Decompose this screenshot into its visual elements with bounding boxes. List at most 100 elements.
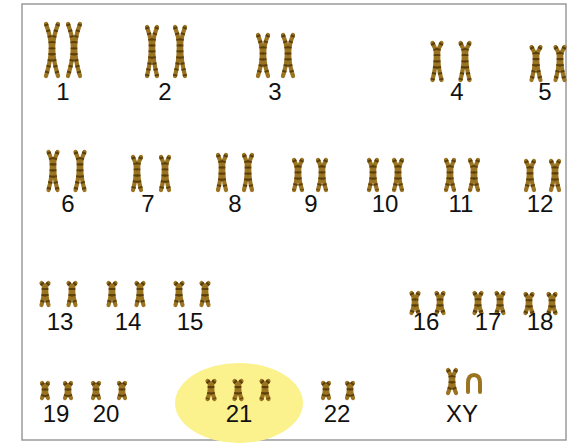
chromatid [475, 160, 478, 190]
chromatid-band [433, 43, 436, 80]
chromatid-band [42, 383, 44, 398]
chromatid [323, 383, 325, 398]
chromatid-band [206, 283, 208, 305]
chromatid-band [161, 157, 164, 190]
chromatid-band [466, 43, 469, 80]
chromatid-band [438, 43, 441, 80]
chromosome-number: 4 [450, 80, 463, 104]
chromatid [109, 283, 111, 305]
chromatid [46, 24, 51, 76]
chromatid [113, 283, 115, 305]
chromatid-band [374, 160, 377, 190]
chromatid-band [239, 381, 241, 399]
chromatid [551, 161, 554, 190]
chromatid [438, 43, 441, 80]
chromatid-band [202, 283, 204, 305]
chromatid [466, 43, 469, 80]
chromatid [138, 157, 141, 190]
chromatid-band [175, 27, 179, 76]
chromosome-number: 12 [527, 192, 554, 216]
chromatid [69, 383, 71, 398]
chromatid [433, 43, 436, 80]
chromatid-band [137, 283, 139, 305]
chromatid [53, 24, 58, 76]
chromatid [556, 47, 559, 80]
chromatid [318, 160, 321, 190]
chromatid-band [451, 160, 454, 190]
chromosome-number: 17 [475, 310, 502, 334]
chromatid-band [537, 47, 540, 80]
chromosome-number: 10 [372, 192, 399, 216]
chromatid-band [351, 383, 353, 398]
chromatid-band [289, 35, 293, 76]
chromatid [399, 160, 402, 190]
chromatid-band [46, 383, 48, 398]
chromatid-band [347, 383, 349, 398]
chromatid-band [323, 160, 326, 190]
chromatid [394, 160, 397, 190]
chromatid-band [119, 383, 121, 398]
chromatid [73, 283, 75, 305]
chromatid-band [133, 157, 136, 190]
chromosome-number: 18 [527, 310, 554, 334]
chromatid-band [264, 35, 268, 76]
chromatid-band [399, 160, 402, 190]
chromatid [294, 160, 297, 190]
chromatid-band [266, 381, 268, 399]
chromatid [501, 293, 503, 313]
chromosome-number: 19 [43, 402, 70, 426]
chromatid [258, 35, 262, 76]
chromatid [147, 27, 151, 76]
y-chromosome [468, 375, 480, 392]
chromatid [470, 160, 473, 190]
highlight-ellipse [175, 363, 303, 443]
chromatid-band [93, 383, 95, 398]
chromatid-band [532, 47, 535, 80]
chromatid-band [113, 283, 115, 305]
chromosome-number: 21 [226, 402, 253, 426]
chromatid [206, 283, 208, 305]
chromatid-band [551, 161, 554, 190]
chromatid-band [138, 157, 141, 190]
chromatid-band [68, 24, 73, 76]
chromosome-set [42, 24, 565, 399]
chromatid [202, 283, 204, 305]
chromatid [69, 283, 71, 305]
chromatid [161, 157, 164, 190]
frame-border [22, 4, 566, 440]
chromatid-band [294, 160, 297, 190]
chromatid-band [212, 381, 214, 399]
chromatid [262, 381, 264, 399]
chromatid-band [65, 383, 67, 398]
chromatid-band [441, 293, 443, 313]
chromosome-number: 6 [61, 192, 74, 216]
chromosome-number: 2 [158, 80, 171, 104]
chromatid [374, 160, 377, 190]
chromatid-band [218, 155, 221, 190]
chromatid [42, 383, 44, 398]
chromatid [223, 155, 226, 190]
chromatid-band [141, 283, 143, 305]
chromatid [283, 35, 287, 76]
chromatid [81, 152, 84, 190]
chromatid-band [553, 294, 555, 313]
chromatid [123, 383, 125, 398]
chromatid-band [53, 24, 58, 76]
chromosome-number: 13 [47, 310, 74, 334]
chromatid-band [475, 160, 478, 190]
chromatid-band [556, 47, 559, 80]
chromatid [212, 381, 214, 399]
chromatid-band [448, 370, 451, 393]
chromatid [46, 383, 48, 398]
chromatid-band [323, 383, 325, 398]
chromatid-band [299, 160, 302, 190]
chromatid-band [73, 283, 75, 305]
chromosome-number: 14 [115, 310, 142, 334]
chromatid-band [180, 283, 182, 305]
chromatid [119, 383, 121, 398]
chromatid-band [54, 152, 57, 190]
chromatid [299, 160, 302, 190]
chromosome-number: 7 [141, 192, 154, 216]
